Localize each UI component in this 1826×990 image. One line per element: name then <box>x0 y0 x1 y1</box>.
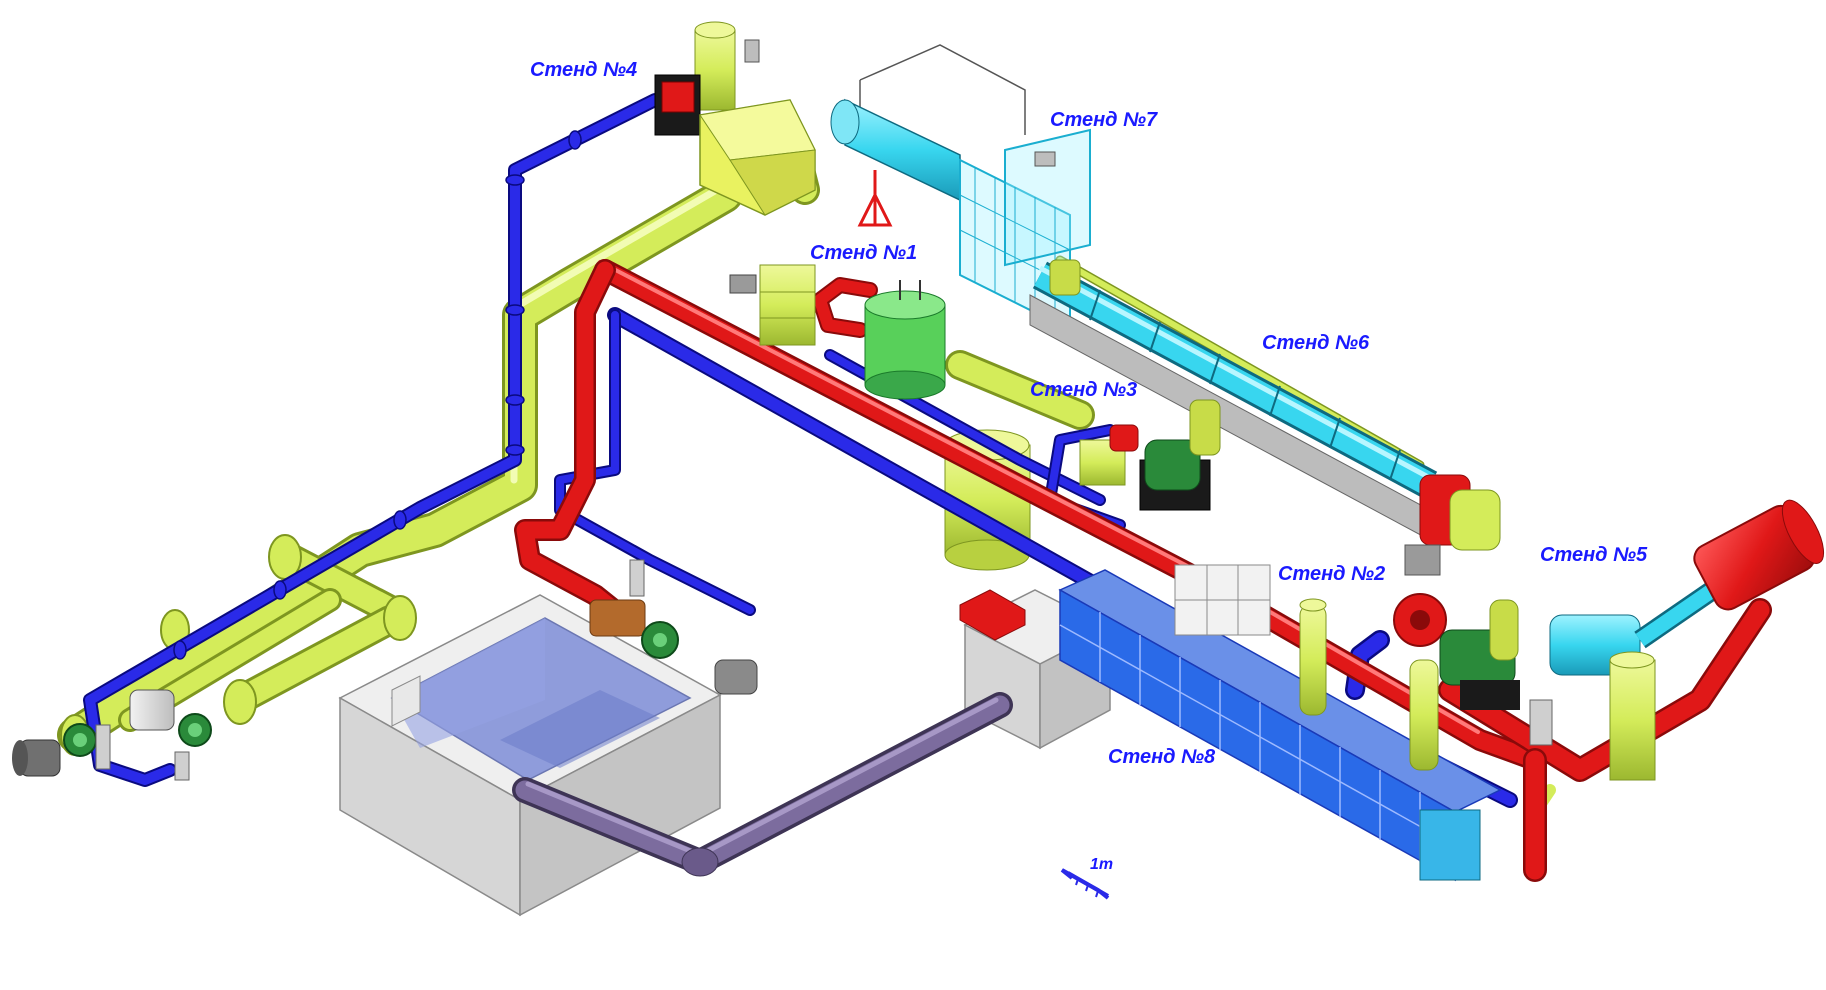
stand-3-equipment <box>1079 399 1221 511</box>
stand-7-equipment <box>830 44 1091 332</box>
stand-6-equipment <box>1029 259 1501 576</box>
stand-2-label: Стенд №2 <box>1278 563 1385 585</box>
reservoir-pump-group <box>589 559 758 695</box>
stand-6-label: Стенд №6 <box>1262 332 1370 354</box>
blue-pipe-flanges <box>173 130 582 660</box>
red-hopper <box>959 589 1026 641</box>
stand-1-label: Стенд №1 <box>810 242 917 264</box>
stand-7-label: Стенд №7 <box>1050 109 1158 131</box>
scale-bar: 1m <box>1060 856 1113 900</box>
stand-4-equipment <box>654 21 816 216</box>
stand-1-equipment <box>729 264 946 400</box>
stand-3-label: Стенд №3 <box>1030 379 1137 401</box>
left-pump-group <box>12 689 212 781</box>
stand-8-equipment <box>1058 564 1502 882</box>
drain-pipe <box>512 692 1013 877</box>
stand-8-label: Стенд №8 <box>1108 746 1216 768</box>
stand-labels: Стенд №4 Стенд №7 Стенд №1 Стенд №6 Стен… <box>530 59 1648 768</box>
stand-5-label: Стенд №5 <box>1540 544 1648 566</box>
scale-label: 1m <box>1090 856 1113 873</box>
stand-5-equipment <box>1529 499 1825 781</box>
stand-4-label: Стенд №4 <box>530 59 637 81</box>
concrete-reservoir <box>338 594 722 917</box>
stand-2-equipment <box>1299 593 1520 771</box>
